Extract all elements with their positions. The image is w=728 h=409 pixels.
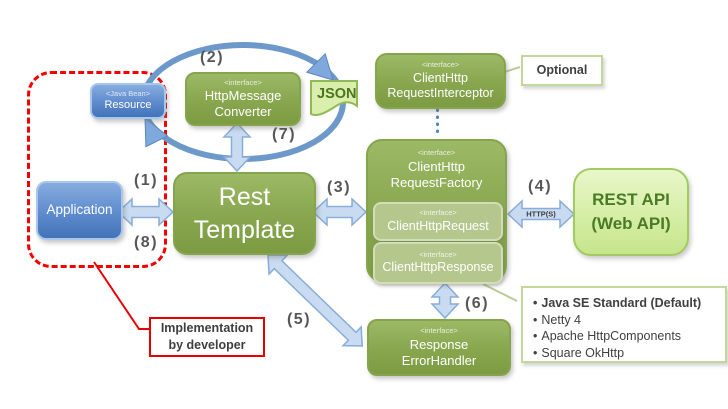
optional-note: Optional xyxy=(521,55,603,86)
interceptor-stereotype: <interface> xyxy=(421,60,460,70)
request-stereotype: <interface> xyxy=(419,208,457,218)
step-label-6: (6) xyxy=(464,295,490,312)
errorhandler-label-2: ErrorHandler xyxy=(401,352,477,368)
errorhandler-label-1: Response xyxy=(409,336,469,352)
interceptor-label-1: ClientHttp xyxy=(413,70,468,85)
arrow-resttemplate-errorhandler xyxy=(267,254,364,347)
developer-note-line-2: by developer xyxy=(168,338,246,352)
implementations-callout-line xyxy=(482,283,518,302)
factory-label-2: RequestFactory xyxy=(390,174,483,190)
http-protocol-label: HTTP(S) xyxy=(526,209,556,219)
step-label-4: (4) xyxy=(527,178,553,195)
implementation-item: • Square OkHttp xyxy=(533,345,625,360)
rest-api-label-2: (Web API) xyxy=(591,214,671,233)
developer-note: Implementation by developer xyxy=(149,317,265,357)
rest-api-label-1: REST API xyxy=(592,190,670,210)
loop-arrowhead-to-resource xyxy=(144,116,169,148)
json-badge-label: JSON xyxy=(317,86,357,102)
factory-label-1: ClientHttp xyxy=(407,158,466,174)
developer-note-leader-line xyxy=(93,261,150,330)
request-label: ClientHttpRequest xyxy=(387,218,489,233)
bullet-icon: • xyxy=(533,345,538,360)
client-http-request-interceptor-box: <interface> ClientHttp RequestIntercepto… xyxy=(375,53,506,109)
converter-label-1: HttpMessage xyxy=(204,88,282,103)
step-label-3: (3) xyxy=(326,179,352,196)
application-label: Application xyxy=(46,202,113,218)
arrow-application-resttemplate xyxy=(116,197,175,227)
client-http-request-box: <interface> ClientHttpRequest xyxy=(373,202,503,241)
converter-stereotype: <interface> xyxy=(224,77,262,87)
step-label-5: (5) xyxy=(286,311,312,328)
application-box: Application xyxy=(36,181,123,240)
resource-label: Resource xyxy=(104,99,152,112)
json-badge-shape xyxy=(310,80,358,117)
resource-stereotype: <Java Bean> xyxy=(105,88,151,98)
implementation-item: • Apache HttpComponents xyxy=(533,329,682,344)
converter-label-2: Converter xyxy=(214,104,272,120)
implementations-note: • Java SE Standard (Default) • Netty 4 •… xyxy=(521,286,727,363)
loop-arrowhead-to-json xyxy=(305,52,334,81)
resource-box: <Java Bean> Resource xyxy=(90,83,166,119)
interceptor-label-2: RequestInterceptor xyxy=(387,86,494,101)
rest-template-label-2: Template xyxy=(193,215,296,244)
step-label-2: (2) xyxy=(199,49,225,66)
rest-template-box: Rest Template xyxy=(173,172,316,255)
factory-stereotype: <interface> xyxy=(417,148,456,157)
step-label-1: (1) xyxy=(133,172,159,189)
developer-note-line-1: Implementation xyxy=(160,321,254,336)
http-message-converter-box: <interface> HttpMessage Converter xyxy=(185,72,301,126)
bullet-icon: • xyxy=(533,296,538,310)
errorhandler-stereotype: <interface> xyxy=(420,326,458,335)
arrow-converter-resttemplate xyxy=(222,121,252,173)
response-label: ClientHttpResponse xyxy=(382,260,494,275)
step-label-8: (8) xyxy=(133,234,159,251)
response-error-handler-box: <interface> Response ErrorHandler xyxy=(367,319,511,376)
arrow-response-errorhandler xyxy=(430,281,460,320)
arrow-resttemplate-requestfactory xyxy=(311,197,368,227)
bullet-icon: • xyxy=(533,329,538,344)
optional-note-label: Optional xyxy=(536,62,588,77)
rest-template-label-1: Rest xyxy=(218,183,271,211)
implementation-item: • Netty 4 xyxy=(533,312,581,327)
rest-api-box: REST API (Web API) xyxy=(573,168,689,256)
step-label-7: (7) xyxy=(271,126,297,143)
implementation-item: • Java SE Standard (Default) xyxy=(533,296,702,310)
client-http-response-box: <interface> ClientHttpResponse xyxy=(373,242,503,284)
response-stereotype: <interface> xyxy=(419,249,457,259)
bullet-icon: • xyxy=(533,312,538,327)
